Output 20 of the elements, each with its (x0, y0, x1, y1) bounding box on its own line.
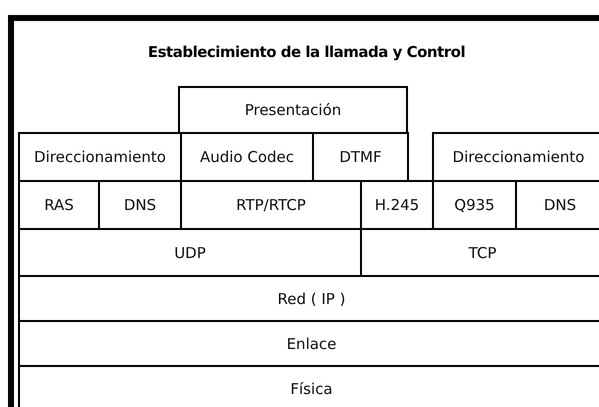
layer-label: Física (290, 380, 333, 398)
layer-label: Red ( IP ) (278, 290, 346, 308)
protocol-layer-box (178, 86, 408, 134)
layer-label: DNS (124, 196, 156, 214)
layer-label: Direccionamiento (452, 148, 584, 166)
layer-label: Presentación (244, 101, 342, 119)
layer-label: Direccionamiento (34, 148, 166, 166)
layer-label: TCP (468, 244, 496, 262)
heading: Establecimiento de la llamada y Control (146, 43, 466, 61)
layer-label: Audio Codec (200, 148, 294, 166)
layer-label: DTMF (339, 148, 382, 166)
layer-label: Enlace (286, 334, 336, 352)
call-control-panel (8, 15, 599, 407)
layer-label: H.245 (374, 196, 420, 214)
protocol-layer-box (432, 132, 599, 182)
layer-label: Q935 (454, 196, 495, 214)
layer-label: DNS (544, 196, 576, 214)
layer-label: UDP (174, 244, 206, 262)
layer-label: RAS (44, 196, 74, 214)
layer-label: RTP/RTCP (236, 196, 306, 214)
